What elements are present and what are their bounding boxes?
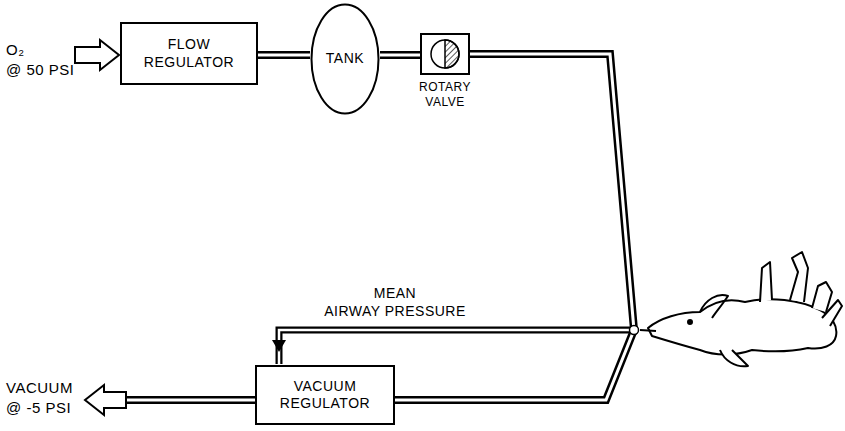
dog-illustration	[640, 252, 842, 366]
process-box: FLOW REGULATOR	[120, 22, 258, 85]
node-label: TANK	[326, 50, 364, 68]
tank-vessel: TANK	[310, 3, 380, 115]
airway-junction	[630, 326, 639, 335]
process-box: VACUUM REGULATOR	[255, 365, 395, 425]
valve-symbol: ROTARY VALVE	[400, 33, 490, 110]
vacuum-supply-label: VACUUM @ -5 PSI	[6, 378, 86, 417]
node-label: FLOW REGULATOR	[144, 36, 234, 71]
valve-label: ROTARY VALVE	[419, 80, 471, 110]
gas-supply-label: O₂ @ 50 PSI	[6, 40, 76, 79]
gas-line	[258, 55, 310, 56]
rotor-symbol	[422, 35, 468, 73]
vacuum-line	[124, 400, 256, 401]
valve-body	[420, 33, 470, 75]
gas-line	[395, 54, 634, 400]
inlet-arrow	[75, 40, 119, 70]
gas-line	[380, 55, 420, 56]
signal-label: MEAN AIRWAY PRESSURE	[290, 284, 500, 320]
node-label: VACUUM REGULATOR	[280, 378, 370, 413]
pressure-line	[272, 330, 632, 364]
outlet-arrow	[85, 385, 126, 415]
